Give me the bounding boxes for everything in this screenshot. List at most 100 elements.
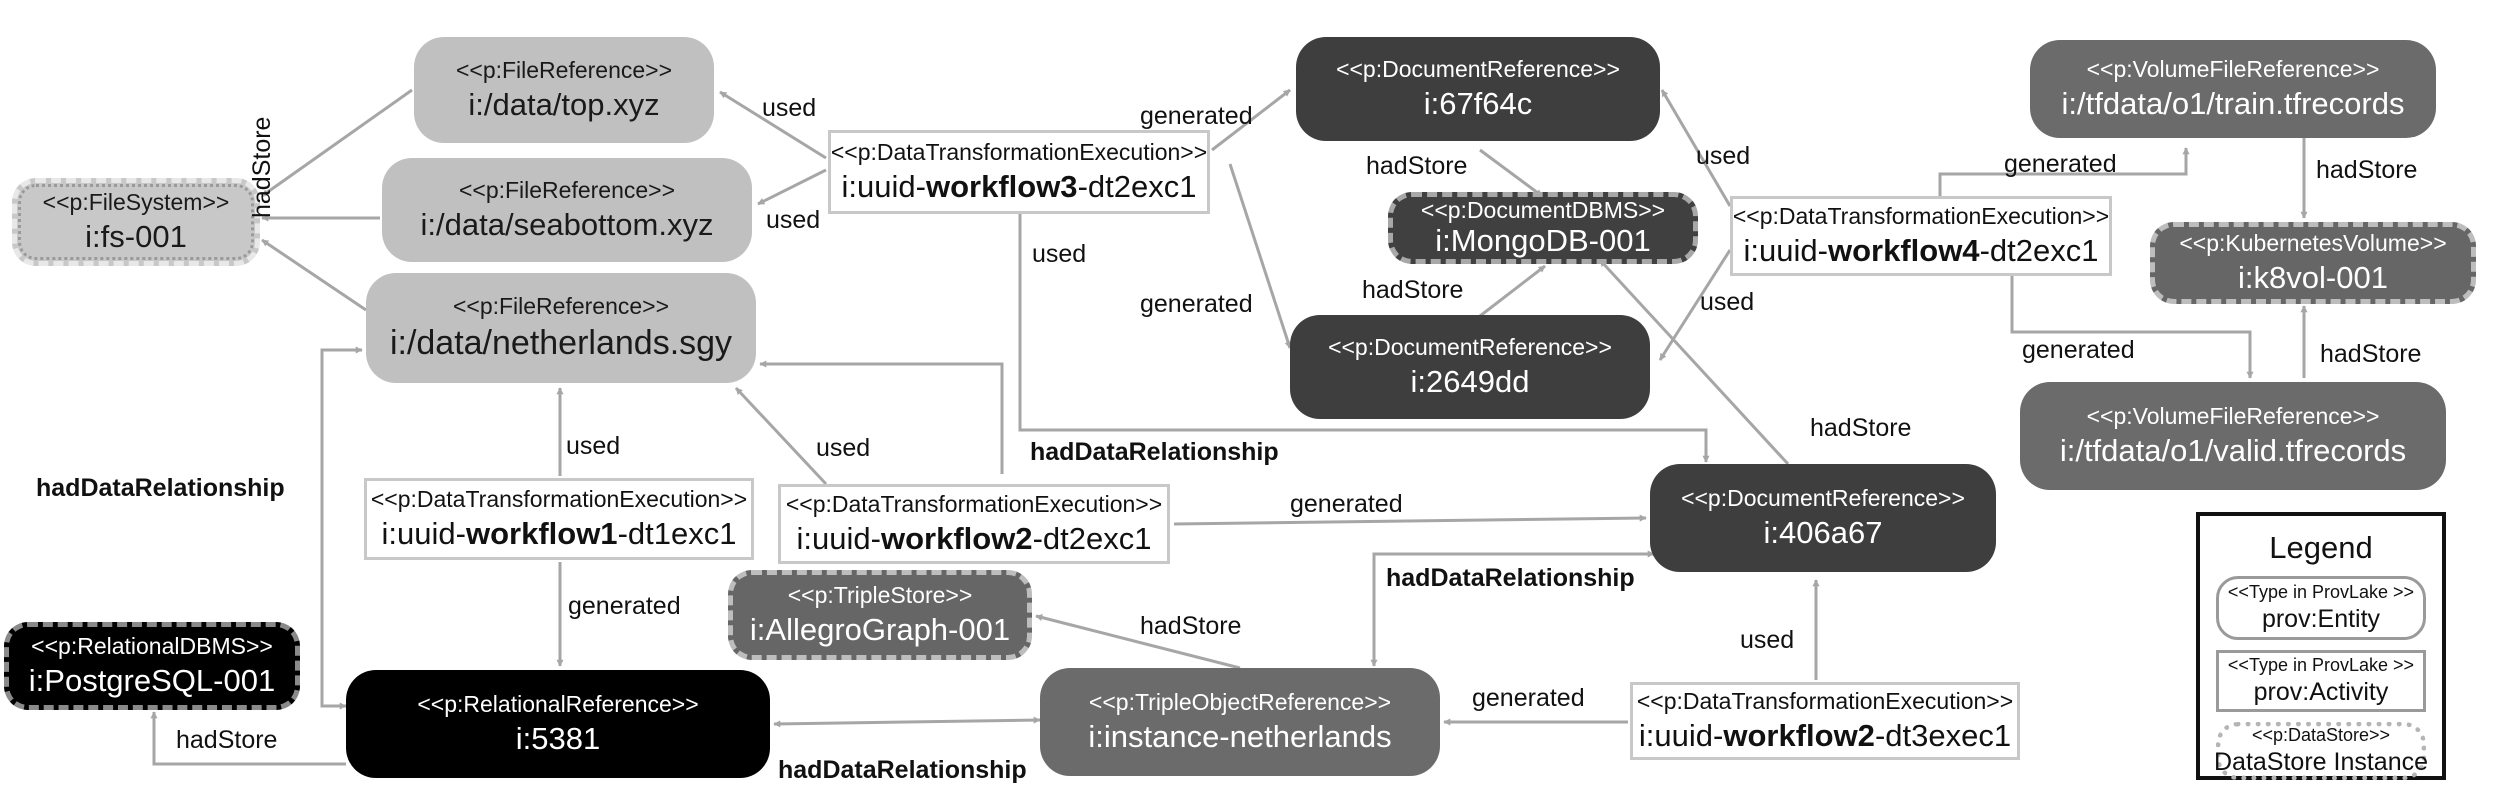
edge-hadstore-triple: [1035, 614, 1241, 670]
node-doc-406a67: <<p:DocumentReference>> i:406a67: [1650, 464, 1996, 572]
legend-entity-name: prov:Entity: [2261, 605, 2381, 633]
node-doc-67f64c: <<p:DocumentReference>> i:67f64c: [1296, 37, 1660, 141]
node-doc-2649dd: <<p:DocumentReference>> i:2649dd: [1290, 315, 1650, 419]
node-name: i:AllegroGraph-001: [749, 612, 1011, 648]
node-triplestore: <<p:TripleStore>> i:AllegroGraph-001: [728, 570, 1032, 660]
edge-wf4-used-2649dd: [1658, 249, 1732, 361]
node-stereotype: <<p:DataTransformationExecution>>: [1732, 202, 2110, 229]
node-name: i:67f64c: [1423, 86, 1533, 122]
node-name: i:uuid-workflow2-dt2exc1: [796, 521, 1152, 557]
node-filesystem: <<p:FileSystem>> i:fs-001: [12, 178, 260, 266]
node-stereotype: <<p:TripleStore>>: [787, 581, 973, 608]
edge-label-used: used: [1740, 626, 1795, 654]
legend-title: Legend: [2269, 530, 2373, 565]
edge-hdr-wf3: [759, 360, 1004, 474]
edge-label-generated: generated: [2004, 150, 2117, 178]
edge-label-used: used: [766, 206, 821, 234]
node-stereotype: <<p:DocumentReference>>: [1681, 484, 1965, 511]
node-name: i:/data/top.xyz: [468, 87, 660, 123]
node-name: i:/tfdata/o1/valid.tfrecords: [2059, 433, 2407, 469]
node-mongodb: <<p:DocumentDBMS>> i:MongoDB-001: [1388, 192, 1698, 264]
node-stereotype: <<p:FileReference>>: [458, 176, 676, 203]
edge-label-hadstore: hadStore: [176, 726, 278, 754]
node-k8vol: <<p:KubernetesVolume>> i:k8vol-001: [2150, 222, 2476, 304]
node-name: i:k8vol-001: [2238, 260, 2388, 296]
node-name: i:uuid-workflow4-dt2exc1: [1743, 233, 2099, 269]
node-stereotype: <<p:VolumeFileReference>>: [2086, 55, 2380, 82]
node-name: i:/data/netherlands.sgy: [389, 323, 733, 362]
node-wf1-dt1exc1: <<p:DataTransformationExecution>> i:uuid…: [364, 478, 754, 560]
edge-wf4-used-67f64c: [1660, 89, 1732, 207]
node-wf2-dt2exc1: <<p:DataTransformationExecution>> i:uuid…: [778, 484, 1170, 564]
legend-activity-name: prov:Activity: [2253, 678, 2389, 706]
node-file-netherlands: <<p:FileReference>> i:/data/netherlands.…: [366, 273, 756, 383]
node-stereotype: <<p:VolumeFileReference>>: [2086, 402, 2380, 429]
edge-label-generated: generated: [568, 592, 681, 620]
legend-datastore: <<p:DataStore>> DataStore Instance: [2214, 722, 2429, 780]
node-name: i:406a67: [1763, 515, 1883, 551]
edge-label-generated: generated: [1140, 102, 1253, 130]
edge-label-generated: generated: [2022, 336, 2135, 364]
edge-label-had-data-relationship: hadDataRelationship: [36, 474, 285, 502]
node-stereotype: <<p:TripleObjectReference>>: [1088, 688, 1392, 715]
node-stereotype: <<p:DataTransformationExecution>>: [785, 490, 1163, 517]
legend-activity-type: <<Type in ProvLake >>: [2227, 655, 2415, 675]
edge-hadstore-406a67: [1598, 258, 1790, 466]
edge-wf2-used: [734, 386, 828, 486]
node-file-seabottom: <<p:FileReference>> i:/data/seabottom.xy…: [382, 158, 752, 262]
edge-wf3-used-down: [1018, 176, 1710, 463]
edge-hdr-bottom: [773, 716, 1041, 728]
edge-label-hadstore: hadStore: [1366, 152, 1468, 180]
edge-label-generated: generated: [1472, 684, 1585, 712]
edge-label-had-data-relationship: hadDataRelationship: [778, 756, 1027, 784]
edge-label-hadstore: hadStore: [1140, 612, 1242, 640]
node-file-top: <<p:FileReference>> i:/data/top.xyz: [414, 37, 714, 143]
legend-entity: <<Type in ProvLake >> prov:Entity: [2216, 576, 2426, 640]
edge-hdr-406a67-triple: [1370, 550, 1655, 667]
edge-label-used: used: [566, 432, 621, 460]
legend-datastore-type: <<p:DataStore>>: [2251, 725, 2391, 745]
edge-label-had-data-relationship: hadDataRelationship: [1030, 438, 1279, 466]
node-wf4-dt2exc1: <<p:DataTransformationExecution>> i:uuid…: [1730, 196, 2112, 276]
node-stereotype: <<p:KubernetesVolume>>: [2179, 229, 2447, 256]
edge-gen-2649dd: [1228, 163, 1292, 349]
edge-hadstore-postgres: [150, 711, 346, 766]
edge-label-hadstore: hadStore: [2316, 156, 2418, 184]
edge-label-hadstore: hadStore: [248, 116, 276, 218]
node-name: i:MongoDB-001: [1435, 223, 1651, 259]
edge-label-had-data-relationship: hadDataRelationship: [1386, 564, 1635, 592]
node-name: i:uuid-workflow1-dt1exc1: [381, 516, 737, 552]
edge-label-used: used: [1700, 288, 1755, 316]
legend-datastore-name: DataStore Instance: [2214, 748, 2429, 776]
node-vol-train: <<p:VolumeFileReference>> i:/tfdata/o1/t…: [2030, 40, 2436, 138]
edge-used-top: [719, 90, 827, 160]
node-name: i:uuid-workflow3-dt2exc1: [841, 169, 1197, 205]
node-vol-valid: <<p:VolumeFileReference>> i:/tfdata/o1/v…: [2020, 382, 2446, 490]
edge-wf4-gen-valid: [2010, 254, 2254, 379]
node-name: i:5381: [515, 721, 601, 757]
edge-wf4-gen-train: [1938, 147, 2190, 196]
node-name: i:2649dd: [1410, 364, 1530, 400]
node-stereotype: <<p:RelationalReference>>: [417, 690, 699, 717]
edge-hadstore-67f64c: [1479, 148, 1543, 198]
legend: Legend <<Type in ProvLake >> prov:Entity…: [2196, 512, 2446, 780]
edge-label-generated: generated: [1290, 490, 1403, 518]
node-rel-5381: <<p:RelationalReference>> i:5381: [346, 670, 770, 778]
edge-used-seabottom: [757, 168, 827, 206]
edge-gen-67f64c: [1211, 88, 1291, 152]
edge-label-generated: generated: [1140, 290, 1253, 318]
edge-hdr-left: [320, 346, 363, 710]
node-stereotype: <<p:DataTransformationExecution>>: [1636, 687, 2014, 714]
node-stereotype: <<p:DataTransformationExecution>>: [370, 485, 748, 512]
node-stereotype: <<p:DocumentReference>>: [1328, 333, 1612, 360]
node-name: i:/data/seabottom.xyz: [420, 207, 714, 243]
legend-entity-type: <<Type in ProvLake >>: [2227, 582, 2415, 602]
edge-wf2-gen-406a67: [1173, 514, 1647, 526]
edge-hadstore-2649dd: [1479, 264, 1546, 318]
node-name: i:fs-001: [85, 219, 187, 255]
edge-label-used: used: [1032, 240, 1087, 268]
node-stereotype: <<p:DocumentReference>>: [1336, 55, 1620, 82]
node-stereotype: <<p:RelationalDBMS>>: [31, 632, 273, 659]
